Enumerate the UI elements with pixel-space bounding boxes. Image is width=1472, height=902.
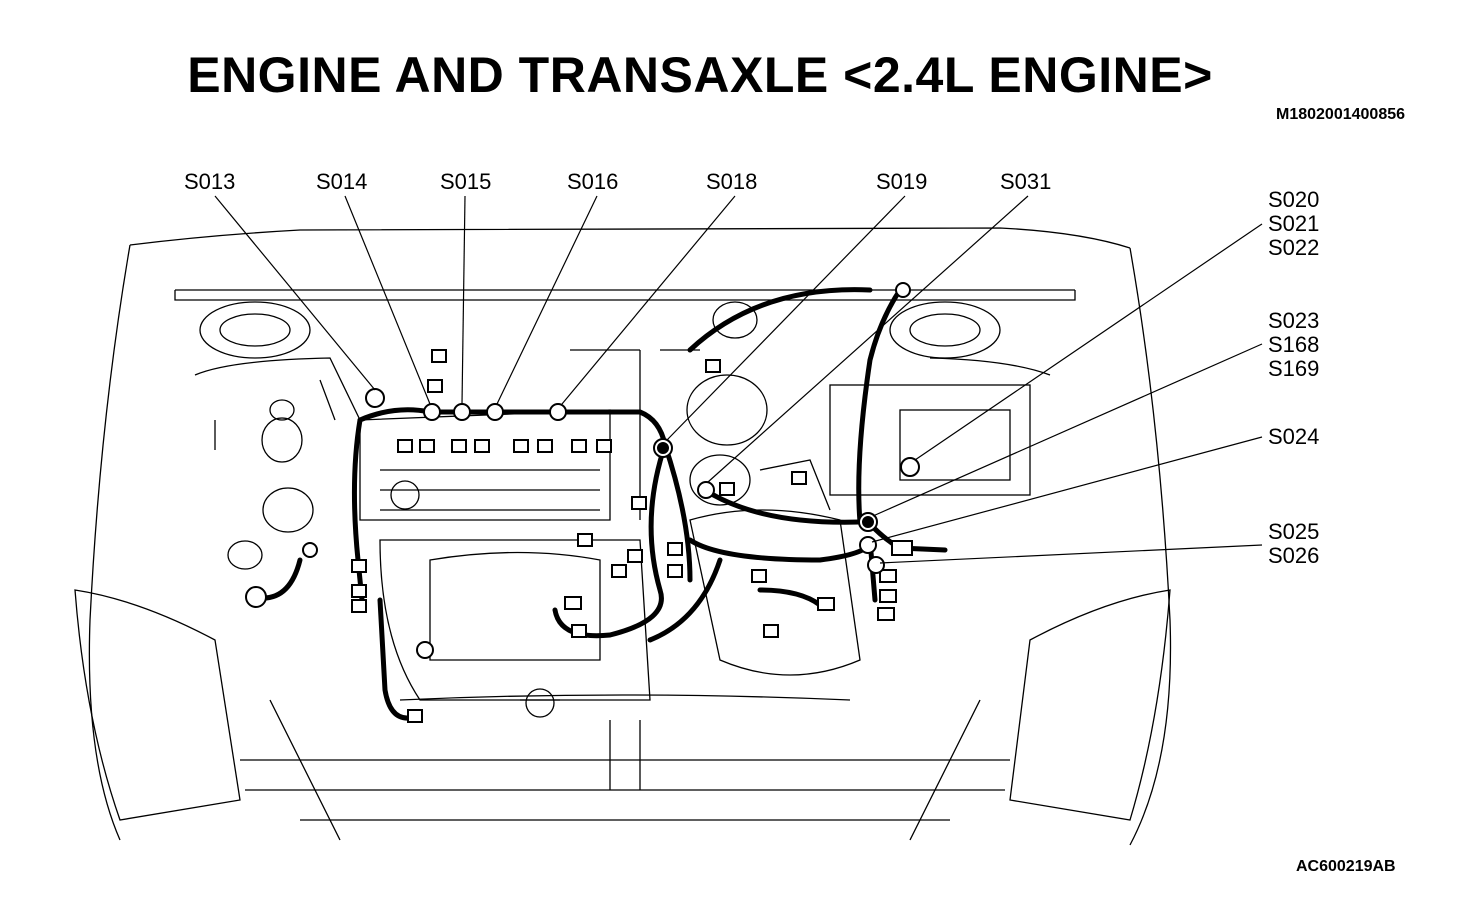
label-s013: S013 [184,169,236,194]
label-s169: S169 [1268,356,1320,381]
label-s022: S022 [1268,235,1320,260]
figure-code: AC600219AB [1296,858,1396,875]
vehicle-body-outline [74,227,1172,846]
leader-lines [214,195,1263,564]
label-s014: S014 [316,169,368,194]
label-s025: S025 [1268,519,1320,544]
label-s015: S015 [440,169,492,194]
label-s019: S019 [876,169,928,194]
diagram-title: ENGINE AND TRANSAXLE <2.4L ENGINE> [187,47,1213,103]
label-s031: S031 [1000,169,1052,194]
document-code: M1802001400856 [1276,106,1406,123]
label-s168: S168 [1268,332,1320,357]
label-s021: S021 [1268,211,1320,236]
label-s024: S024 [1268,424,1320,449]
label-s016: S016 [567,169,619,194]
label-s026: S026 [1268,543,1320,568]
label-s023: S023 [1268,308,1320,333]
wiring-harness [257,287,948,721]
connectors [245,282,913,723]
splice-points [365,388,920,574]
label-s020: S020 [1268,187,1320,212]
label-s018: S018 [706,169,758,194]
